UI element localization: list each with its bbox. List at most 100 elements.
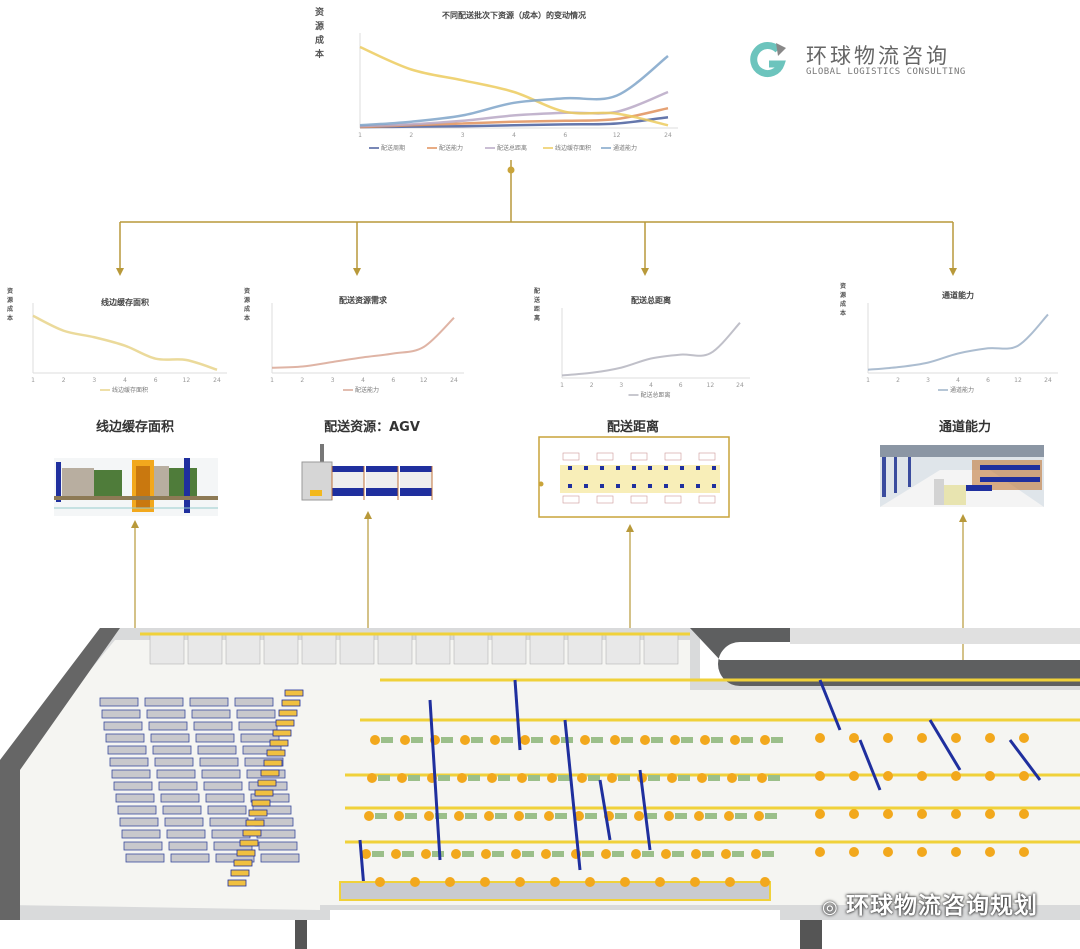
x-tick-label: 3 [619, 382, 623, 389]
workstation [550, 877, 560, 887]
series-line-线边缓存面积 [359, 45, 669, 127]
x-tick-label: 3 [331, 377, 335, 384]
shelf [269, 739, 289, 747]
machine [405, 813, 417, 819]
machine [672, 851, 684, 857]
x-tick-label: 24 [213, 377, 221, 384]
machine [711, 737, 723, 743]
storage-rack [156, 769, 196, 779]
workstation [730, 735, 740, 745]
storage-rack [152, 745, 192, 755]
workstation [883, 733, 893, 743]
workstation [883, 771, 893, 781]
workstation [514, 811, 524, 821]
chart-title: 通道能力 [942, 290, 974, 300]
rack-marker [616, 484, 620, 488]
machine [585, 813, 597, 819]
station-box [698, 452, 716, 461]
x-tick-label: 6 [391, 377, 395, 384]
workstation [410, 877, 420, 887]
machine [528, 775, 540, 781]
section-title-buffer-area: 线边缓存面积 [95, 420, 174, 435]
office-room [567, 633, 603, 665]
x-tick-label: 4 [649, 382, 653, 389]
rack-marker [696, 484, 700, 488]
x-tick-label: 4 [512, 132, 516, 139]
x-tick-label: 6 [563, 132, 567, 139]
workstation [580, 735, 590, 745]
workstation [424, 811, 434, 821]
shelf [257, 779, 277, 787]
storage-rack [209, 817, 249, 827]
station-box [630, 452, 648, 461]
shelf [227, 879, 247, 887]
section-title-aisle: 通道能力 [938, 420, 991, 435]
rack-marker [632, 484, 636, 488]
machine [648, 775, 660, 781]
workstation [364, 811, 374, 821]
station-box [562, 452, 580, 461]
office-room [377, 633, 413, 665]
buffer-area-image [54, 458, 218, 516]
workstation [454, 811, 464, 821]
machine [615, 813, 627, 819]
workstation [725, 877, 735, 887]
machine [582, 851, 594, 857]
rack-marker [664, 466, 668, 470]
workstation [690, 877, 700, 887]
rack-marker [600, 466, 604, 470]
x-tick-label: 4 [361, 377, 365, 384]
workstation [700, 735, 710, 745]
machine [408, 775, 420, 781]
machine [531, 737, 543, 743]
storage-rack [109, 757, 149, 767]
distance-layout-image [538, 436, 730, 518]
workstation [951, 771, 961, 781]
workstation [480, 877, 490, 887]
workstation [421, 849, 431, 859]
legend-label: 线边缓存面积 [555, 144, 591, 152]
x-tick-label: 2 [590, 382, 594, 389]
x-tick-label: 12 [707, 382, 715, 389]
storage-rack [111, 769, 151, 779]
storage-rack [162, 805, 202, 815]
workstation [397, 773, 407, 783]
x-tick-label: 24 [1044, 377, 1052, 384]
workstation [951, 847, 961, 857]
storage-rack [201, 769, 241, 779]
x-tick-label: 4 [123, 377, 127, 384]
shelf [230, 869, 250, 877]
shelf [275, 719, 295, 727]
storage-rack [236, 709, 276, 719]
workstation [400, 735, 410, 745]
x-tick-label: 2 [896, 377, 900, 384]
workstation [370, 735, 380, 745]
x-tick-label: 3 [926, 377, 930, 384]
rack-marker [680, 484, 684, 488]
legend-label: 通道能力 [613, 144, 637, 152]
workstation [601, 849, 611, 859]
storage-rack [168, 841, 208, 851]
storage-rack [146, 709, 186, 719]
workstation [849, 771, 859, 781]
workstation [585, 877, 595, 887]
workstation [760, 877, 770, 887]
storage-rack [199, 757, 239, 767]
storage-rack [170, 853, 210, 863]
station-box [562, 495, 580, 504]
chart-ylabel: 资源成本 [7, 288, 14, 322]
workstation [667, 773, 677, 783]
rack-marker [632, 466, 636, 470]
storage-rack [101, 709, 141, 719]
workstation [544, 811, 554, 821]
machine [372, 851, 384, 857]
storage-rack [158, 781, 198, 791]
rack-marker [616, 466, 620, 470]
machine [732, 851, 744, 857]
chart-ylabel: 资源成本 [840, 283, 847, 317]
aisle-marker [513, 679, 522, 751]
workstation [917, 847, 927, 857]
x-tick-label: 12 [1014, 377, 1022, 384]
